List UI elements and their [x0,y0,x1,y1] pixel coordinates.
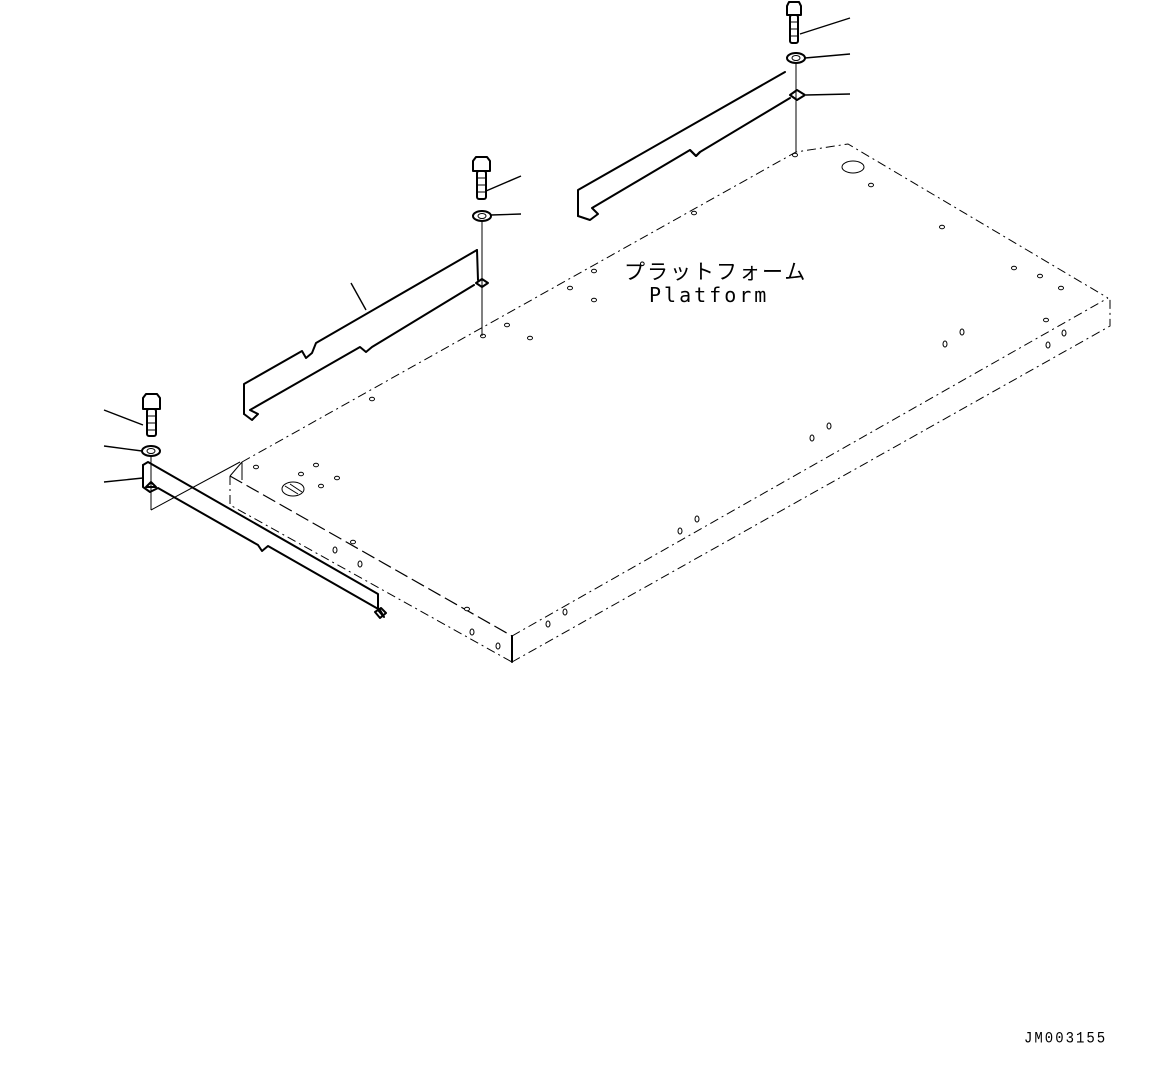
platform-side-right [511,298,1111,663]
platform-label-english: Platform [649,283,770,307]
drawing-id: JM003155 [1024,1029,1108,1049]
platform-large-hole [841,160,865,174]
leader-line [805,93,851,96]
washer-icon [786,52,806,64]
hole-hatch [289,483,303,493]
fastener-set-left [103,393,387,619]
platform-side-holes [332,328,1067,650]
fastener-set-top-right [577,1,851,221]
platform [229,143,1111,663]
bracket-top-right [577,71,806,221]
washer-icon [472,210,492,222]
platform-top-front-left-edge [229,475,513,637]
leader-line [490,213,522,216]
leader-line [103,445,143,452]
platform-label-japanese: プラットフォーム [624,260,808,284]
hole-hatch [284,485,299,495]
leader-line [485,175,522,192]
leader-line [804,53,851,59]
platform-small-holes [253,152,1064,612]
platform-top-back-edge [241,143,1109,463]
platform-large-hole [281,481,305,497]
leader-line [350,282,367,311]
leader-line [103,409,144,426]
platform-back-corner-link [229,461,243,477]
leader-line [103,477,144,483]
bracket-left [142,461,387,619]
fastener-set-middle [243,156,522,421]
bolt-icon [786,1,802,44]
platform-side-left [229,476,513,663]
washer-icon [141,445,161,457]
bracket-middle [243,249,489,421]
bolt-icon [142,393,161,437]
platform-top-front-right-edge [511,297,1109,637]
leader-line [799,17,851,35]
bolt-icon [472,156,491,200]
projection-line [150,461,241,511]
